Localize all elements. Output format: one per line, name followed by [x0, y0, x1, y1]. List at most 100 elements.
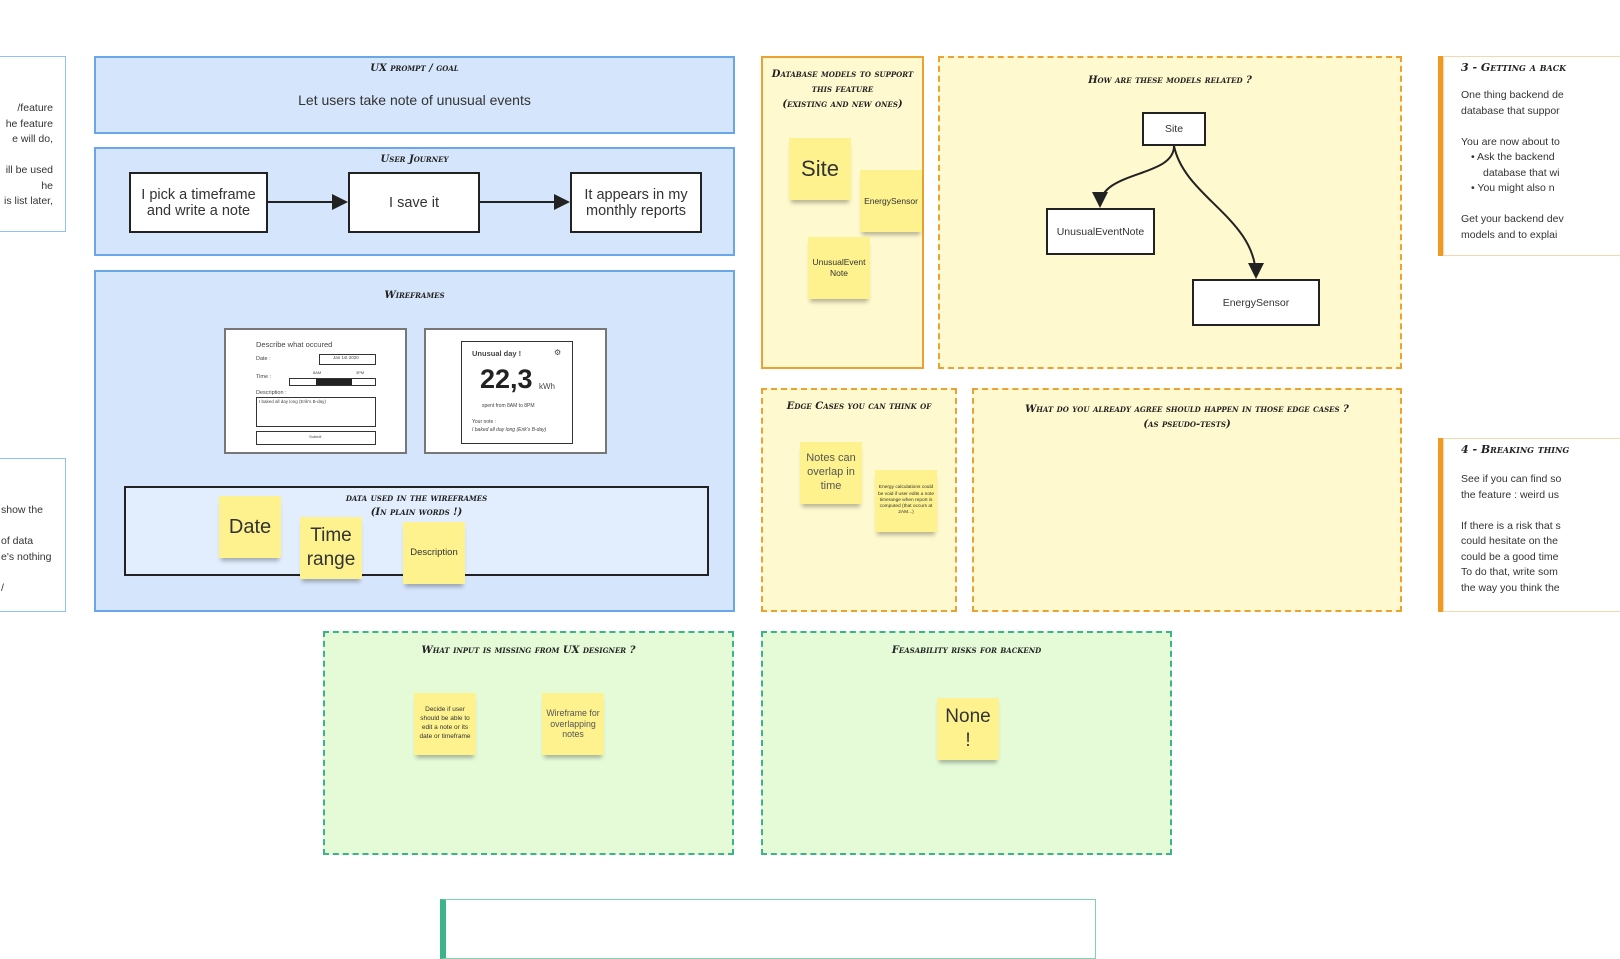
description-label: Description : — [256, 390, 287, 396]
time-label: Time : — [256, 374, 272, 380]
agree-edge-frame[interactable]: What do you already agree should happen … — [972, 388, 1402, 612]
text-line: of data — [1, 535, 34, 547]
sticky-decide-edit[interactable]: Decide if user should be able to edit a … — [414, 693, 476, 755]
description-value: I baked all day long (Erik's B-day) — [259, 399, 326, 404]
report-note-label: Your note : — [472, 419, 497, 425]
text-line: e will do, — [12, 133, 53, 145]
sticky-time-range[interactable]: Time range — [300, 517, 362, 579]
time-start: 8AM — [313, 370, 322, 375]
user-journey-title: User Journey — [380, 154, 449, 165]
db-models-frame[interactable]: Database models to support this feature … — [761, 56, 924, 369]
wireframes-title: Wireframes — [384, 290, 445, 301]
left-panel-top[interactable]: /feature he feature e will do, ill be used h… — [0, 56, 66, 232]
text-line: • You might also n — [1471, 182, 1555, 194]
right-panel-4[interactable]: 4 - Breaking thing See if you can find s… — [1438, 438, 1620, 612]
report-unit: kWh — [539, 382, 555, 391]
time-range-slider[interactable] — [289, 378, 376, 386]
text-line — [0, 148, 53, 164]
text-line: the way you think the — [1461, 581, 1560, 594]
text-line: / — [1, 581, 4, 594]
sticky-none[interactable]: None ! — [937, 698, 999, 760]
text-line: he feature — [5, 117, 53, 130]
db-models-title: Database models to support this feature … — [771, 69, 914, 110]
left-panel-top-text: /feature he feature e will do, ill be used h… — [0, 101, 53, 210]
right-panel-3-title: 3 - Getting a back — [1461, 61, 1567, 74]
sticky-unusual-event-note[interactable]: UnusualEvent Note — [808, 237, 870, 299]
node-unusual-event-note[interactable]: UnusualEventNote — [1046, 208, 1155, 255]
report-value: 22,3 — [480, 364, 533, 394]
text-line — [1461, 119, 1564, 135]
data-used-title: data used in the wireframes (In plain wo… — [345, 493, 488, 518]
journey-step-3[interactable]: It appears in my monthly reports — [570, 172, 702, 233]
text-line: models and to explai — [1461, 228, 1558, 241]
report-title: Unusual day ! — [472, 349, 522, 358]
feasibility-title: Feasability risks for backend — [891, 645, 1042, 656]
node-energy-sensor[interactable]: EnergySensor — [1192, 279, 1320, 326]
journey-step-2[interactable]: I save it — [348, 172, 480, 233]
text-line: could be a good time — [1461, 550, 1559, 563]
journey-step-1[interactable]: I pick a timeframe and write a note — [129, 172, 268, 233]
text-line: ill be used — [5, 164, 53, 176]
submit-button[interactable]: Submit — [256, 431, 376, 445]
text-line: To do that, write som — [1461, 566, 1558, 578]
ux-prompt-text: Let users take note of unusual events — [298, 92, 531, 108]
node-site[interactable]: Site — [1142, 112, 1206, 146]
right-panel-4-text: See if you can find so the feature : weir… — [1461, 472, 1561, 596]
report-note-text: I baked all day long (Erik's B-day) — [472, 427, 547, 433]
text-line: database that suppor — [1461, 104, 1560, 117]
right-panel-3[interactable]: 3 - Getting a back One thing backend de d… — [1438, 56, 1620, 256]
form-title: Describe what occured — [256, 340, 333, 349]
date-value: Jan 1st 2020 — [333, 355, 359, 360]
report-card: Unusual day ! ⚙ 22,3 kWh spent from 8AM … — [461, 341, 573, 444]
text-line: database that wi — [1483, 166, 1560, 179]
missing-input-frame[interactable]: What input is missing from UX designer ?… — [323, 631, 734, 855]
right-panel-3-text: One thing backend de database that suppor… — [1461, 88, 1564, 243]
journey-arrows — [268, 194, 570, 210]
date-label: Date : — [256, 356, 271, 362]
description-textarea[interactable]: I baked all day long (Erik's B-day) — [256, 397, 376, 427]
ux-prompt-title: UX prompt / goal — [370, 63, 459, 74]
right-panel-4-title: 4 - Breaking thing — [1461, 443, 1570, 456]
text-line: is list later, — [3, 195, 53, 207]
text-line — [1, 565, 51, 581]
date-input[interactable]: Jan 1st 2020 — [319, 354, 376, 365]
models-related-frame[interactable]: How are these models related ? Site Unus… — [938, 56, 1402, 369]
wireframes-frame[interactable]: Wireframes Describe what occured Date : … — [94, 270, 735, 612]
sticky-site[interactable]: Site — [789, 138, 851, 200]
text-line: e's nothing — [1, 550, 52, 563]
text-line: the feature : weird us — [1461, 488, 1560, 501]
form-wireframe[interactable]: Describe what occured Date : Jan 1st 202… — [224, 328, 407, 454]
bottom-partial-frame[interactable] — [440, 899, 1096, 959]
sticky-notes-overlap[interactable]: Notes can overlap in time — [800, 442, 862, 504]
submit-label: Submit — [309, 434, 322, 439]
text-line: could hesitate on the — [1461, 535, 1558, 547]
text-line: One thing backend de — [1461, 89, 1564, 101]
text-line — [1, 519, 51, 535]
feasibility-frame[interactable]: Feasability risks for backend None ! — [761, 631, 1172, 855]
edge-cases-title: Edge Cases you can think of — [786, 401, 932, 412]
text-line: /feature — [17, 102, 53, 114]
edge-cases-frame[interactable]: Edge Cases you can think of Notes can ov… — [761, 388, 957, 612]
report-wireframe[interactable]: Unusual day ! ⚙ 22,3 kWh spent from 8AM … — [424, 328, 607, 454]
text-line — [1461, 503, 1561, 519]
sticky-wireframe-overlap[interactable]: Wireframe for overlapping notes — [542, 693, 604, 755]
text-line: • Ask the backend — [1471, 151, 1555, 163]
user-journey-frame[interactable]: User Journey I pick a timeframe and writ… — [94, 147, 735, 256]
gear-icon[interactable]: ⚙ — [554, 348, 562, 357]
sticky-description[interactable]: Description — [403, 522, 465, 584]
sticky-date[interactable]: Date — [219, 496, 281, 558]
time-range-fill — [316, 379, 352, 385]
text-line: See if you can find so — [1461, 473, 1562, 485]
text-line: Get your backend dev — [1461, 213, 1564, 225]
sticky-energy-calculations[interactable]: Energy calculations could be void if use… — [875, 470, 937, 532]
report-subtitle: spent from 8AM to 8PM — [482, 403, 535, 409]
sticky-energy-sensor[interactable]: EnergySensor — [860, 170, 922, 232]
text-line: You are now about to — [1461, 135, 1560, 148]
ux-prompt-frame[interactable]: UX prompt / goal Let users take note of … — [94, 56, 735, 134]
text-line: he — [41, 179, 53, 192]
text-line: If there is a risk that s — [1461, 519, 1561, 532]
time-end: 3PM — [356, 370, 365, 375]
